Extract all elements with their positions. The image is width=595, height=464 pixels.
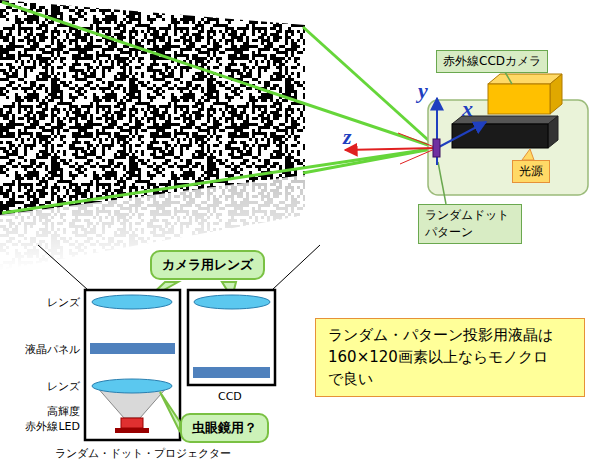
axis-label: x (462, 96, 473, 122)
lcd-panel (90, 343, 175, 354)
part-label: 液晶パネル (25, 342, 80, 357)
node-text: ランダムドット パターン (425, 207, 515, 241)
node-text: 赤外線CCDカメラ (443, 53, 541, 70)
callout-label: 光源 (512, 160, 550, 183)
ray (398, 133, 437, 148)
part-label: レンズ (47, 379, 80, 394)
note-box: ランダム・パターン投影用液晶は 160×120画素以上ならモノクロ で良い (315, 318, 585, 397)
projector-housing (85, 290, 180, 440)
node-text: 虫眼鏡用？ (192, 419, 257, 437)
part-label: CCD (218, 390, 242, 403)
random-dot-screen (0, 0, 305, 271)
part-label: 高輝度 赤外線LED (18, 404, 80, 434)
node-text: ランダム・パターン投影用液晶は 160×120画素以上ならモノクロ で良い (328, 325, 572, 390)
pattern-device (433, 139, 440, 157)
caption-label: ランダム・ドット・プロジェクター (55, 446, 231, 461)
axis-label: y (418, 78, 428, 104)
led-base (115, 428, 149, 433)
lens (194, 295, 270, 309)
label-tail (522, 149, 534, 160)
callout-bubble: 虫眼鏡用？ (180, 413, 269, 443)
ray (400, 148, 437, 164)
light-side (548, 116, 558, 148)
lens (92, 295, 172, 309)
schematic (38, 245, 320, 440)
camera-side (550, 74, 562, 114)
camera-front (488, 84, 550, 114)
projection-line (2, 2, 437, 148)
ir-camera (488, 74, 562, 114)
leader-line (505, 72, 512, 84)
part-label: レンズ (47, 295, 80, 310)
leader-line (438, 162, 446, 204)
node-text: 光源 (519, 163, 543, 180)
projection-lines (2, 2, 437, 213)
callout-bubble: カメラ用レンズ (150, 250, 265, 280)
projection-line (303, 27, 437, 148)
view-line (38, 245, 88, 290)
ccd-sensor (193, 367, 270, 378)
ir-led (121, 418, 143, 428)
z-axis (345, 148, 437, 150)
axis-label: z (343, 124, 352, 150)
projection-line (2, 148, 437, 213)
callout-label: 赤外線CCDカメラ (436, 50, 548, 73)
camera-housing (188, 290, 275, 385)
node-text: カメラ用レンズ (162, 256, 253, 274)
x-axis (437, 122, 486, 148)
view-line (272, 245, 320, 290)
lens (92, 379, 172, 393)
camera-top (488, 74, 562, 84)
callout-label: ランダムドット パターン (418, 204, 522, 244)
callout-tail (160, 392, 180, 432)
light-front (452, 124, 548, 148)
